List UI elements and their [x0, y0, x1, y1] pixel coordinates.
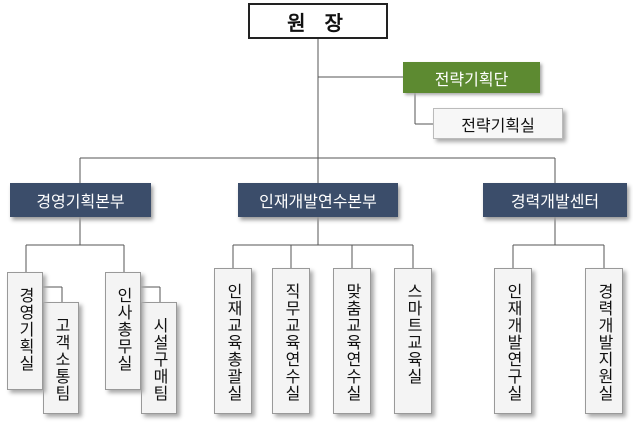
unit-box-3-2: 경력개발지원실 [585, 268, 623, 414]
unit-box-3-1: 인재개발연구실 [494, 268, 532, 414]
division-label-3: 경력개발센터 [510, 192, 600, 211]
root-label: 원 장 [287, 10, 349, 35]
unit-box-2-3: 맞춤교육연수실 [333, 268, 371, 414]
unit-label-1-2: 인사총무실 [114, 287, 133, 372]
division-box-2: 인재개발연수본부 [238, 183, 398, 217]
unit-label-3-1: 인재개발연구실 [504, 283, 523, 402]
strategy-sub-label: 전략기획실 [461, 115, 535, 135]
unit-label-1-2-sub: 시설구매팀 [150, 317, 169, 402]
division-box-3: 경력개발센터 [483, 183, 627, 217]
unit-label-2-3: 맞춤교육연수실 [343, 283, 362, 402]
unit-label-1-1: 경영기획실 [16, 287, 35, 372]
division-label-2: 인재개발연수본부 [259, 192, 377, 211]
strategy-sub-box: 전략기획실 [433, 108, 563, 139]
division-box-1: 경영기획본부 [10, 183, 151, 217]
unit-label-1-1-sub: 고객소통팀 [52, 317, 71, 402]
unit-box-2-1: 인재교육총괄실 [214, 268, 252, 414]
strategy-label: 전략기획단 [434, 69, 509, 89]
strategy-box: 전략기획단 [403, 62, 540, 93]
unit-label-3-2: 경력개발지원실 [595, 283, 614, 402]
unit-box-1-2: 인사총무실 [105, 272, 141, 390]
unit-box-1-1-sub: 고객소통팀 [43, 302, 79, 414]
unit-box-2-2: 직무교육연수실 [272, 268, 310, 414]
unit-label-2-2: 직무교육연수실 [282, 283, 301, 402]
division-label-1: 경영기획본부 [36, 192, 125, 211]
unit-box-1-1: 경영기획실 [7, 272, 43, 390]
unit-box-1-2-sub: 시설구매팀 [141, 302, 177, 414]
unit-label-2-4: 스마트교육실 [404, 283, 423, 385]
unit-label-2-1: 인재교육총괄실 [224, 283, 243, 402]
unit-box-2-4: 스마트교육실 [394, 268, 432, 414]
root-box: 원 장 [248, 3, 388, 39]
